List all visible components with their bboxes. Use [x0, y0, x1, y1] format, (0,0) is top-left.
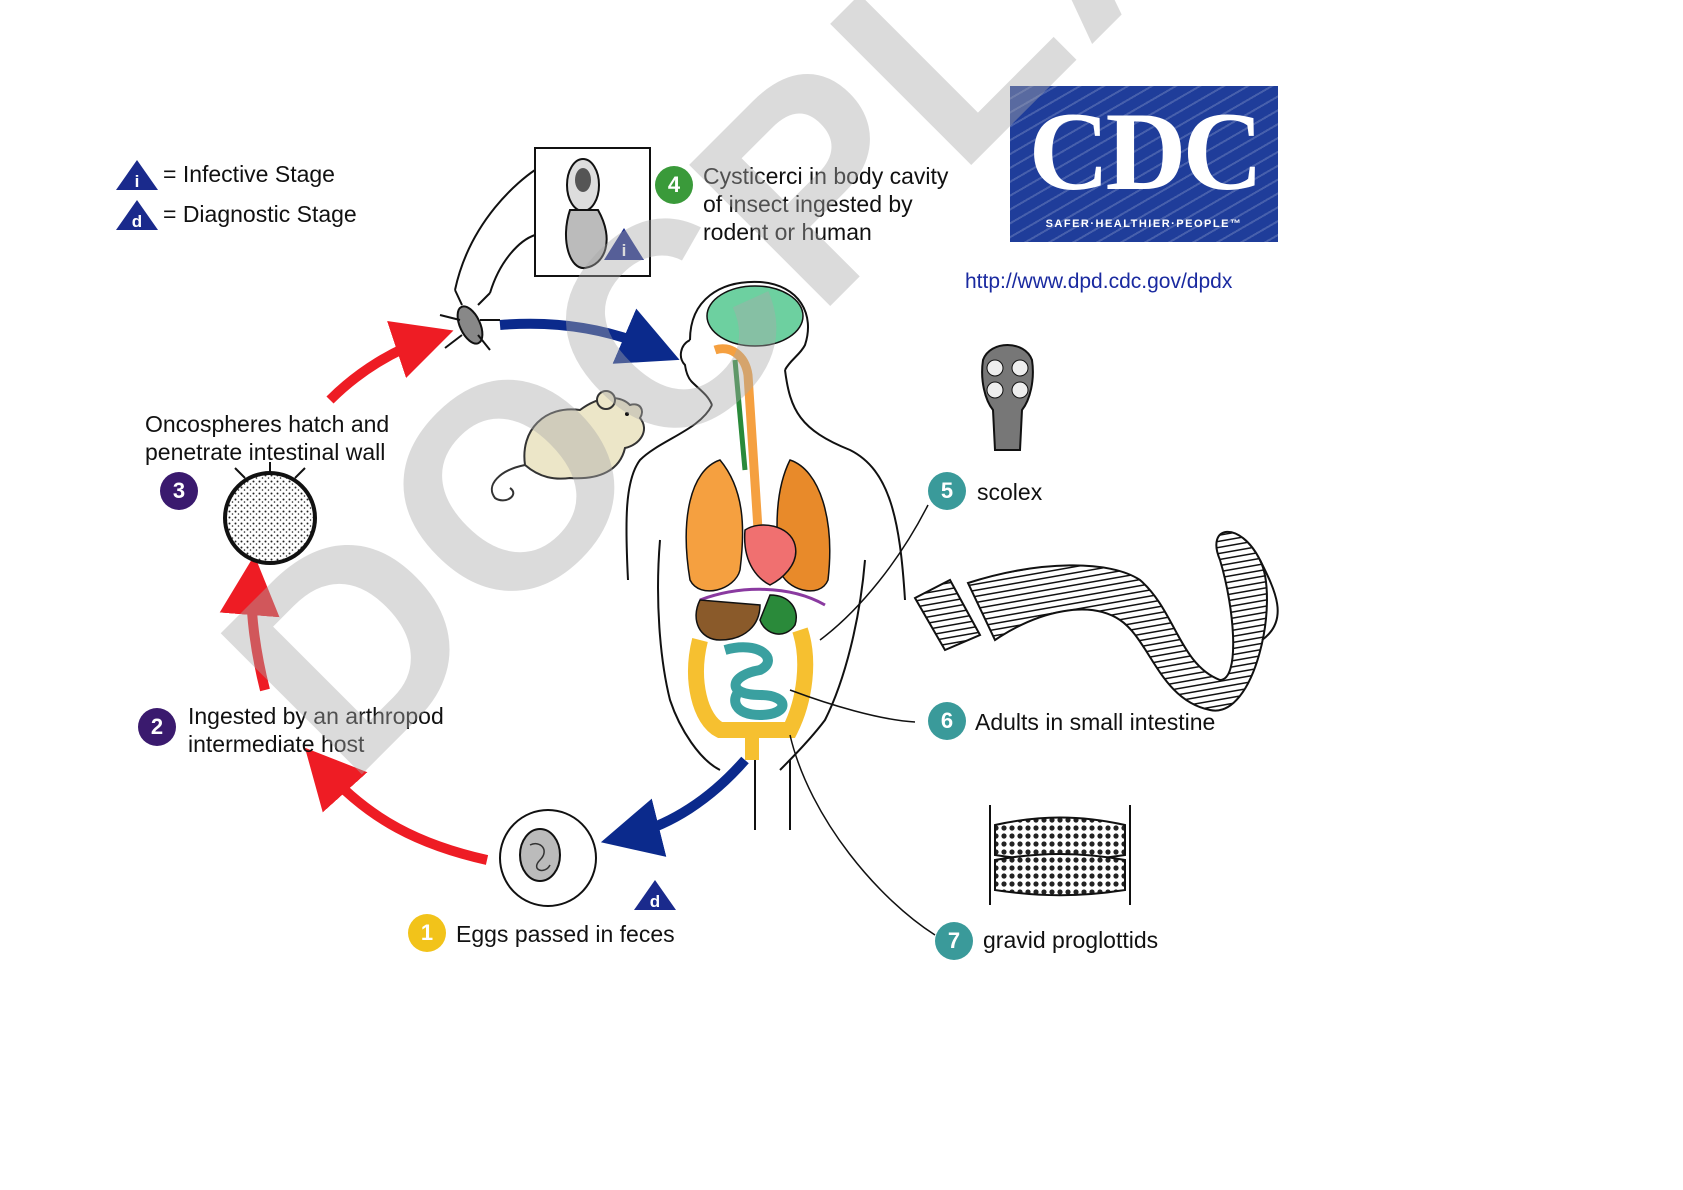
stage-3-line1: Oncospheres hatch and: [145, 411, 390, 437]
stage-2-line1: Ingested by an arthropod: [188, 703, 444, 729]
stage-4-badge: 4: [655, 166, 693, 204]
cdc-tagline: SAFER·HEALTHIER·PEOPLE™: [1045, 218, 1243, 230]
stage-3-badge: 3: [160, 472, 198, 510]
stage-7-label: gravid proglottids: [983, 927, 1159, 953]
svg-text:d: d: [132, 212, 142, 231]
stage-7-badge: 7: [935, 922, 973, 960]
scolex-illustration: [981, 344, 1034, 451]
red-arrow-1-to-2: [304, 747, 489, 865]
cysticercoid-inset: i: [534, 147, 651, 277]
leader-lines: [789, 504, 936, 936]
legend-diagnostic-label: = Diagnostic Stage: [163, 201, 357, 227]
heart-organ: [743, 524, 797, 586]
stage-4-line1: Cysticerci in body cavity: [703, 163, 949, 189]
adult-tapeworm-illustration: [913, 530, 1279, 712]
blue-arrow-human-to-egg: [600, 756, 749, 857]
stage-1-badge: 1: [408, 914, 446, 952]
svg-text:i: i: [622, 241, 627, 260]
cdc-url-link[interactable]: http://www.dpd.cdc.gov/dpdx: [965, 270, 1233, 293]
stage-6-label: Adults in small intestine: [975, 709, 1216, 735]
left-lung-organ: [685, 459, 744, 592]
beetle-illustration: [439, 169, 536, 351]
cdc-logo-text: CDC: [1028, 90, 1264, 214]
trachea-green: [732, 359, 748, 471]
infective-stage-icon: i: [116, 160, 158, 191]
egg-illustration: d: [499, 809, 676, 911]
esophagus-organ: [713, 344, 765, 561]
svg-text:i: i: [135, 172, 140, 191]
stage-4-line3: rodent or human: [703, 219, 872, 245]
brain-organ: [706, 285, 804, 347]
svg-text:d: d: [650, 892, 660, 911]
small-intestine-organ: [723, 642, 788, 721]
stage-6-badge: 6: [928, 702, 966, 740]
oncosphere-illustration: [223, 462, 317, 565]
cdc-logo: CDC SAFER·HEALTHIER·PEOPLE™: [1010, 86, 1278, 242]
stomach-organ: [759, 594, 797, 635]
stage-5-badge: 5: [928, 472, 966, 510]
stage-2-badge: 2: [138, 708, 176, 746]
stage-1-label: Eggs passed in feces: [456, 921, 675, 947]
stage-3-line2: penetrate intestinal wall: [145, 439, 386, 465]
blue-arrow-insect-to-human: [499, 308, 680, 364]
legend-infective-label: = Infective Stage: [163, 161, 335, 187]
diagnostic-stage-icon: d: [116, 200, 158, 231]
rat-illustration: [490, 390, 645, 502]
stage-4-line2: of insect ingested by: [703, 191, 913, 217]
stage-5-label: scolex: [977, 479, 1043, 505]
liver-organ: [695, 599, 761, 641]
red-arrow-2-to-3: [219, 555, 280, 692]
stage-2-line2: intermediate host: [188, 731, 365, 757]
proglottids-illustration: [989, 805, 1131, 905]
red-arrow-3-to-4: [326, 321, 454, 404]
human-body-outline: [625, 280, 906, 830]
diaphragm-line: [699, 587, 826, 607]
